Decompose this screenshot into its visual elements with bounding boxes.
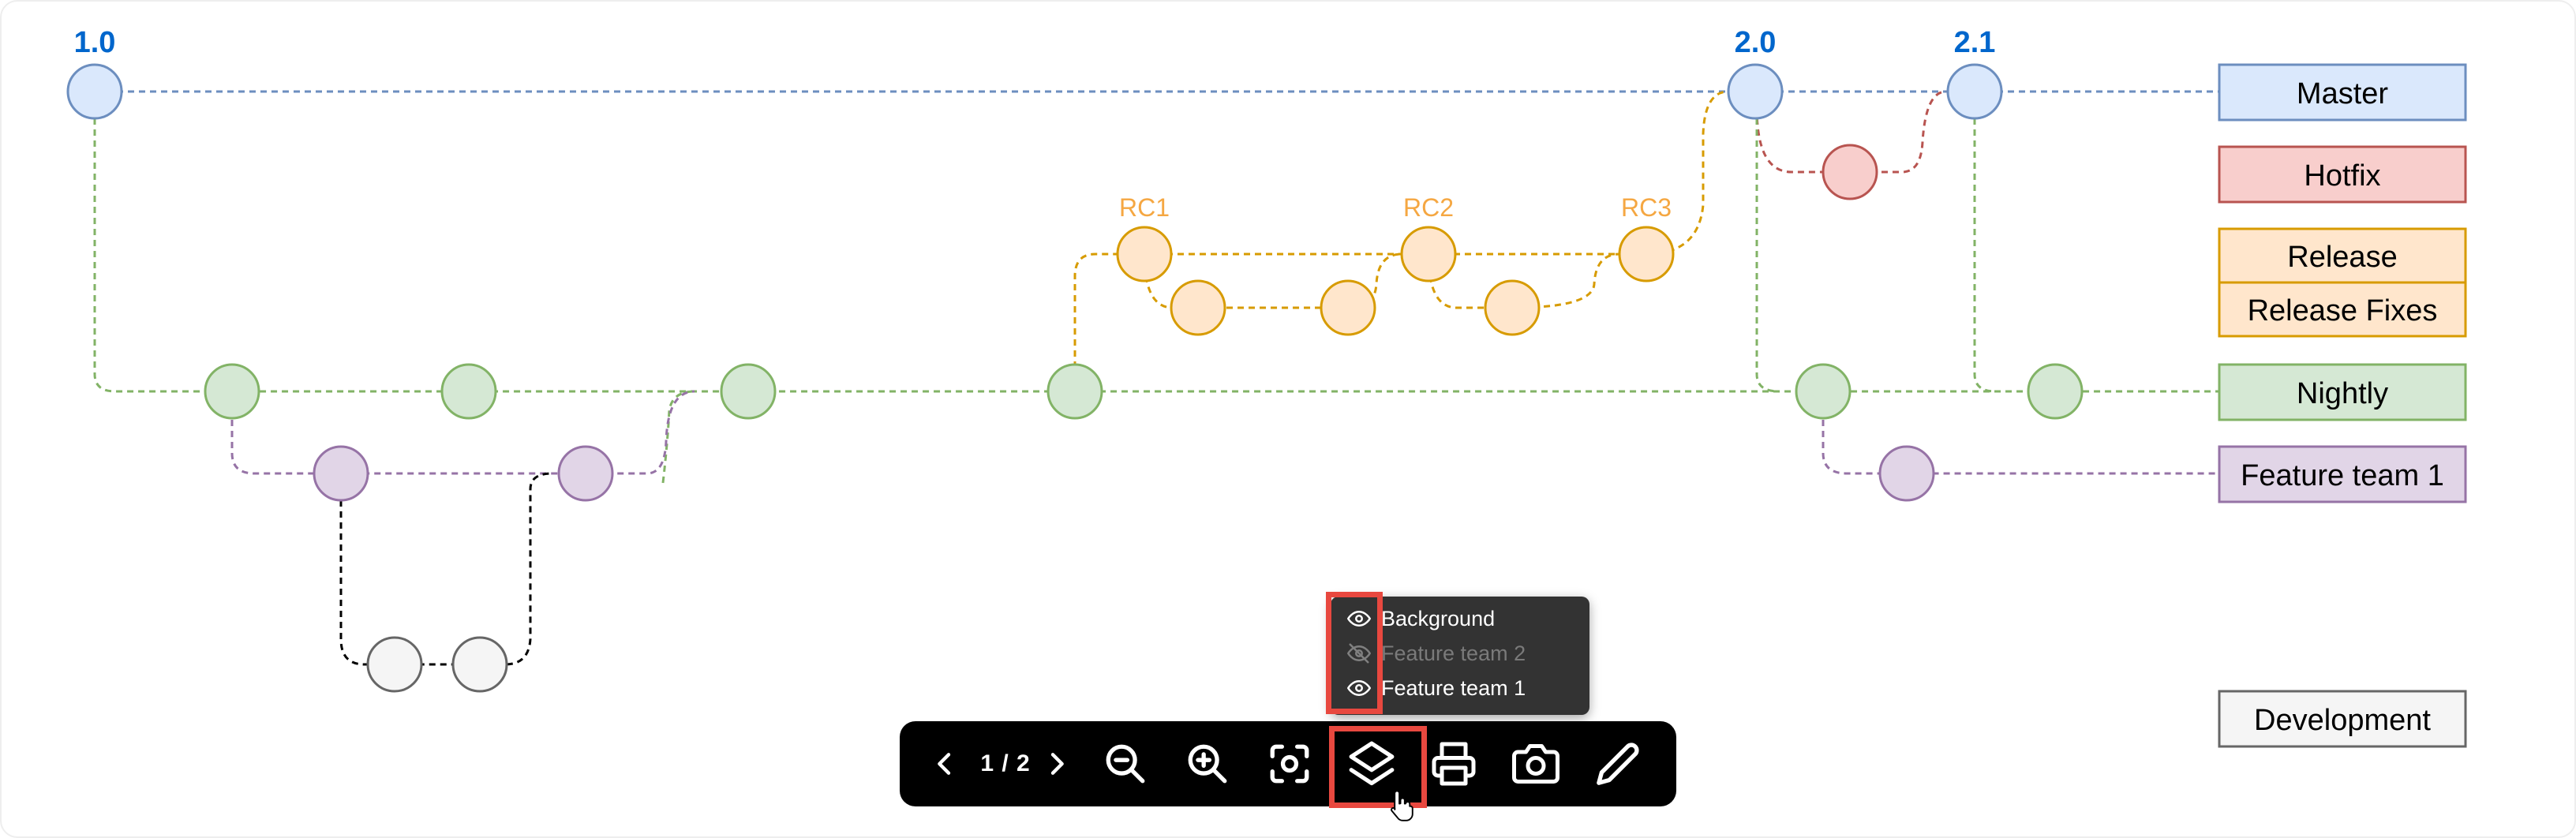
feature-commit xyxy=(1878,445,1935,502)
feature-commit xyxy=(313,445,369,502)
layer-label: Feature team 1 xyxy=(1381,675,1526,700)
nightly-commit xyxy=(1046,363,1103,420)
version-label-2-0: 2.0 xyxy=(1735,26,1777,59)
layers-popup: Background Feature team 2 Feature team 1 xyxy=(1331,597,1589,715)
release-fix-commit xyxy=(1170,279,1226,336)
eye-icon[interactable] xyxy=(1343,603,1375,634)
zoom-in-button[interactable] xyxy=(1176,732,1239,795)
layer-item-feature-team-1[interactable]: Feature team 1 xyxy=(1331,671,1589,705)
legend-release-fixes-label: Release Fixes xyxy=(2248,294,2438,327)
legend-release-fixes-box xyxy=(2218,281,2467,338)
legend-hotfix-label: Hotfix xyxy=(2304,159,2380,193)
edit-button[interactable] xyxy=(1586,732,1649,795)
layers-icon xyxy=(1349,741,1395,786)
chevron-left-icon xyxy=(938,753,951,775)
legend-development-label: Development xyxy=(2254,704,2431,737)
layer-label: Background xyxy=(1381,606,1496,630)
layers-button[interactable] xyxy=(1340,732,1403,795)
development-commit xyxy=(451,636,508,693)
feature-branch-line xyxy=(230,390,2219,475)
nightly-branch-line xyxy=(93,107,2219,484)
legend-release-label: Release xyxy=(2287,241,2397,274)
legend-release-box xyxy=(2218,227,2467,284)
release-fix-commit xyxy=(1320,279,1376,336)
master-commit xyxy=(66,63,123,120)
nightly-commit xyxy=(1795,363,1852,420)
nightly-commit xyxy=(440,363,497,420)
eye-off-icon[interactable] xyxy=(1343,638,1375,669)
camera-icon xyxy=(1512,744,1559,784)
eye-icon[interactable] xyxy=(1343,672,1375,704)
release-commit xyxy=(1400,226,1457,282)
legend-hotfix-box xyxy=(2218,145,2467,204)
fit-to-window-button[interactable] xyxy=(1258,732,1321,795)
nightly-commit xyxy=(2027,363,2084,420)
zoom-out-icon xyxy=(1106,744,1145,784)
next-page-button[interactable] xyxy=(1037,732,1076,795)
release-commit xyxy=(1618,226,1675,282)
zoom-in-icon xyxy=(1188,744,1227,784)
pencil-icon xyxy=(1597,743,1639,785)
legend-master-box xyxy=(2218,63,2467,122)
rc-label-1: RC1 xyxy=(1119,193,1170,222)
legend-nightly-box xyxy=(2218,363,2467,421)
legend-master-label: Master xyxy=(2297,77,2388,110)
legend-development-box xyxy=(2218,690,2467,748)
legend-feature-team-1-box xyxy=(2218,445,2467,503)
print-button[interactable] xyxy=(1422,732,1485,795)
release-commit xyxy=(1116,226,1173,282)
fit-icon xyxy=(1270,744,1309,784)
rc-label-3: RC3 xyxy=(1621,193,1672,222)
master-commit xyxy=(1946,63,2003,120)
layer-label: Feature team 2 xyxy=(1381,641,1526,665)
nightly-commit xyxy=(204,363,260,420)
printer-icon xyxy=(1432,742,1476,786)
chevron-right-icon xyxy=(1050,753,1064,775)
development-commit xyxy=(366,636,423,693)
legend-nightly-label: Nightly xyxy=(2297,377,2388,410)
layer-item-feature-team-2[interactable]: Feature team 2 xyxy=(1331,636,1589,671)
feature-commit xyxy=(557,445,614,502)
export-image-button[interactable] xyxy=(1504,732,1567,795)
version-label-2-1: 2.1 xyxy=(1954,26,1996,59)
previous-page-button[interactable] xyxy=(925,732,964,795)
layer-item-background[interactable]: Background xyxy=(1331,601,1589,636)
viewer-toolbar: 1 / 2 xyxy=(900,721,1676,806)
legend-feature-team-1-label: Feature team 1 xyxy=(2241,459,2444,492)
page-indicator: 1 / 2 xyxy=(980,750,1031,776)
master-commit xyxy=(1727,63,1784,120)
version-label-1-0: 1.0 xyxy=(74,26,116,59)
nightly-commit xyxy=(720,363,777,420)
hotfix-commit xyxy=(1822,144,1878,200)
zoom-out-button[interactable] xyxy=(1094,732,1157,795)
development-branch-line xyxy=(339,472,553,666)
rc-label-2: RC2 xyxy=(1403,193,1454,222)
release-fix-commit xyxy=(1484,279,1541,336)
